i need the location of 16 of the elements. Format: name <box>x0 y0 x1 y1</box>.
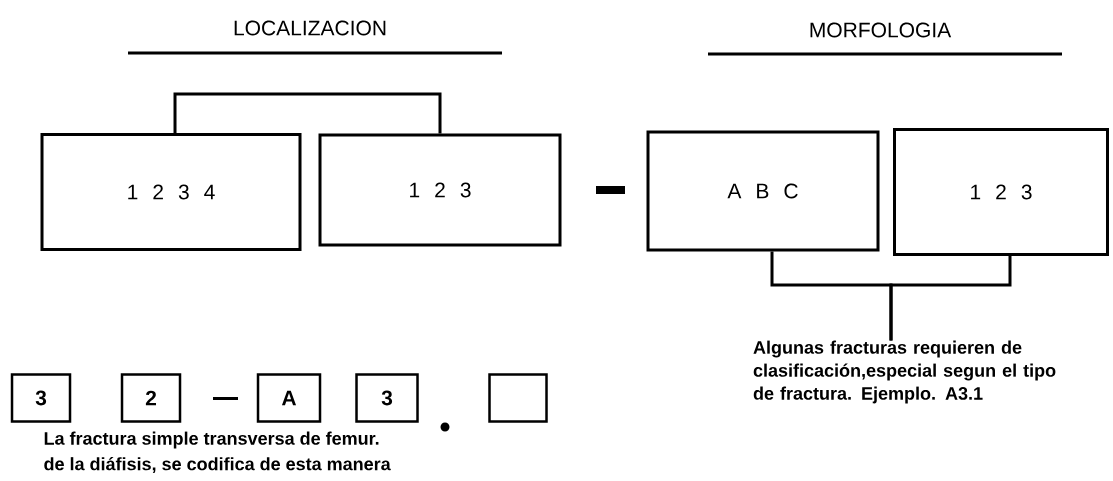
empty-box <box>488 373 548 423</box>
digit-box: A <box>256 373 322 423</box>
bracket-connector <box>889 256 1012 341</box>
digit-box: 3 <box>10 373 72 423</box>
code-box: 1 2 3 <box>893 128 1109 256</box>
code-box: A B C <box>646 130 880 252</box>
digit-box: 2 <box>120 373 182 423</box>
heading: MORFOLOGIA <box>810 22 952 38</box>
caption-line: La fractura simple transversa de femur. <box>44 431 379 449</box>
caption-line: de la diáfisis, se codifica de esta manera <box>44 457 391 473</box>
digit-box: 3 <box>355 373 419 423</box>
note-text: Algunas fracturas requieren de clasificación,especial segun el tipo de fractura. Ejemplo. A3.1 <box>753 340 1056 404</box>
code-box: 1 2 3 4 <box>40 133 302 251</box>
heading: LOCALIZACION <box>234 20 386 36</box>
code-box: 1 2 3 <box>318 133 562 247</box>
bracket-connector <box>173 92 442 134</box>
